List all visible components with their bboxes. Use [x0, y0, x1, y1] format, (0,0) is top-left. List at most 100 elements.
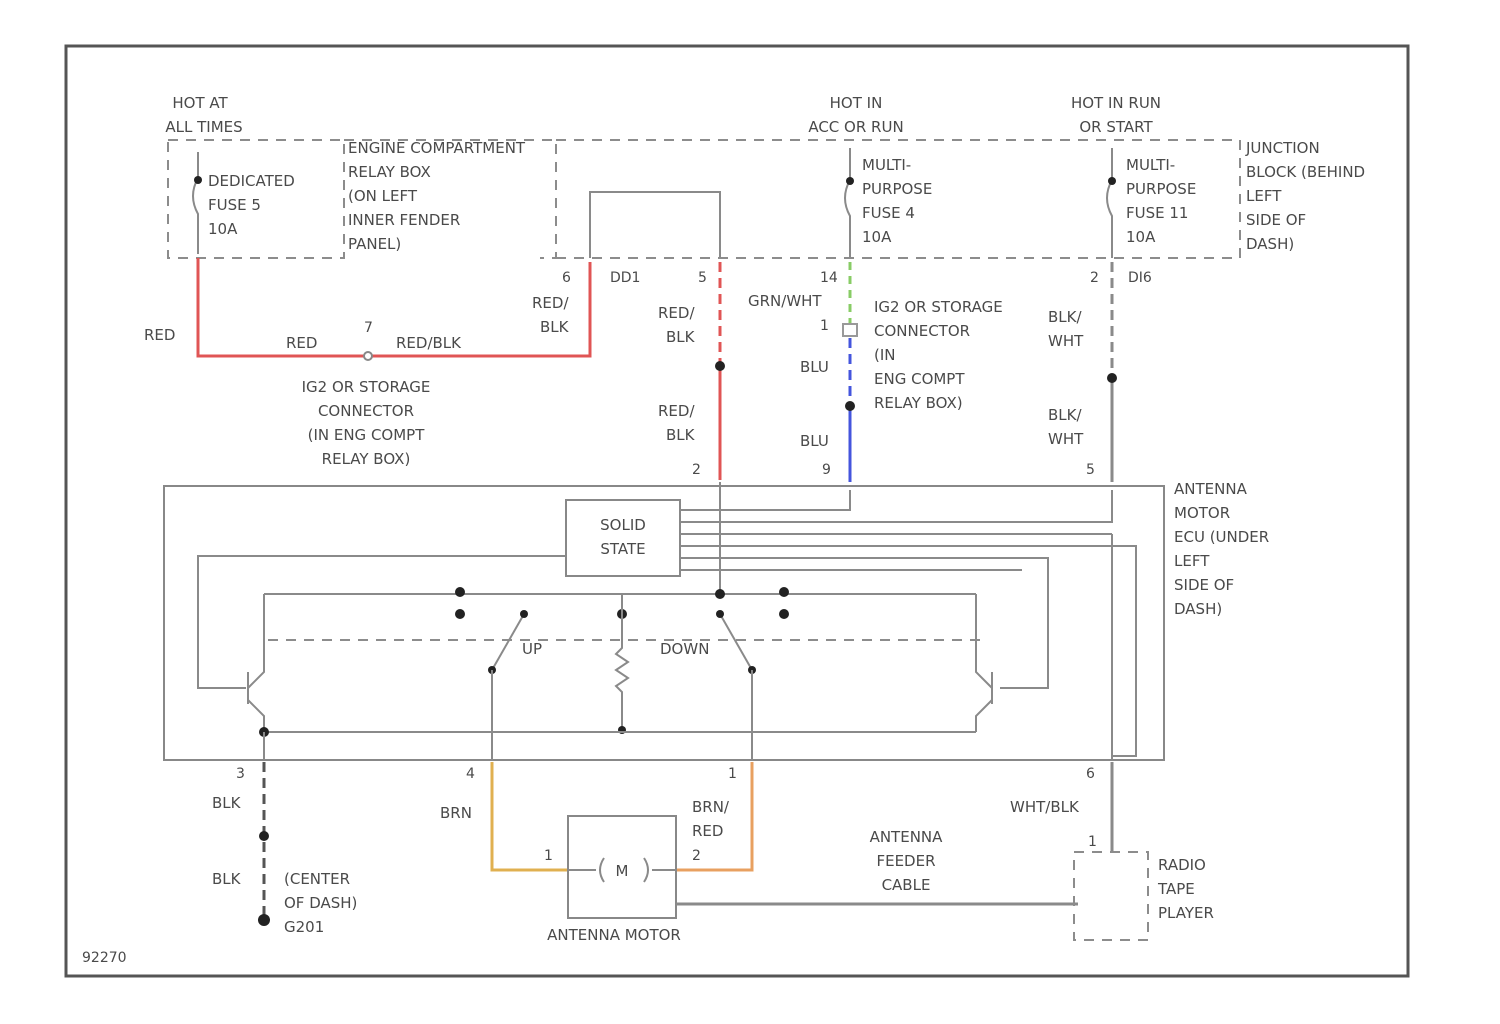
connector-id-dd1: DD1 — [610, 270, 640, 286]
switch-contact — [520, 610, 528, 618]
up-switch-label: UP — [522, 640, 542, 658]
svg-text:INNER FENDER: INNER FENDER — [348, 211, 460, 229]
dedicated-fuse-label: DEDICATED FUSE 5 10A — [208, 172, 295, 238]
ecu-pin-9: 9 — [822, 462, 831, 478]
connector-pin-7: 7 — [364, 320, 373, 336]
motor-pin-1: 1 — [544, 848, 553, 864]
svg-text:ALL TIMES: ALL TIMES — [165, 118, 242, 136]
ground-location-label: (CENTER OF DASH) G201 — [284, 870, 357, 936]
ecu-pin-1: 1 — [728, 766, 737, 782]
connector-id-di6: DI6 — [1128, 270, 1152, 286]
transistor-right — [976, 640, 992, 732]
svg-text:FUSE 11: FUSE 11 — [1126, 204, 1188, 222]
ecu-pin-5: 5 — [1086, 462, 1095, 478]
ig2-connector-label-left: IG2 OR STORAGE CONNECTOR (IN ENG COMPT R… — [302, 378, 431, 468]
svg-text:(ON LEFT: (ON LEFT — [348, 187, 418, 205]
radio-pin-1: 1 — [1088, 834, 1097, 850]
brn-wire — [492, 762, 568, 870]
svg-text:SIDE OF: SIDE OF — [1174, 576, 1234, 594]
svg-text:FEEDER: FEEDER — [876, 852, 935, 870]
wire-label-red: RED — [144, 326, 175, 344]
antenna-ecu-box — [164, 486, 1164, 760]
svg-text:BLK: BLK — [666, 426, 696, 444]
svg-text:PURPOSE: PURPOSE — [1126, 180, 1196, 198]
wire-label-blk-1: BLK — [212, 794, 242, 812]
antenna-ecu-label: ANTENNA MOTOR ECU (UNDER LEFT SIDE OF DA… — [1174, 480, 1269, 618]
wire-label-blk-2: BLK — [212, 870, 242, 888]
svg-text:RED: RED — [692, 822, 723, 840]
connector-pin-5: 5 — [698, 270, 707, 286]
connector-pin-1: 1 — [820, 318, 829, 334]
feeder-cable-label: ANTENNA FEEDER CABLE — [870, 828, 944, 894]
svg-text:FUSE 5: FUSE 5 — [208, 196, 261, 214]
down-switch-blade — [720, 614, 752, 670]
multi-fuse-4-symbol — [845, 148, 850, 258]
wire-label-blk-wht-1: BLK/ WHT — [1048, 308, 1084, 350]
wire-label-wht-blk: WHT/BLK — [1010, 798, 1080, 816]
ecu-pin-4: 4 — [466, 766, 475, 782]
svg-text:RADIO: RADIO — [1158, 856, 1206, 874]
svg-text:MULTI-: MULTI- — [1126, 156, 1175, 174]
junction-dot — [779, 587, 789, 597]
svg-text:BLK/: BLK/ — [1048, 406, 1082, 424]
splice-dot — [845, 401, 855, 411]
motor-pin-2: 2 — [692, 848, 701, 864]
wire-label-brn-red: BRN/ RED — [692, 798, 730, 840]
svg-text:CONNECTOR: CONNECTOR — [318, 402, 414, 420]
svg-text:MULTI-: MULTI- — [862, 156, 911, 174]
svg-text:RED/: RED/ — [658, 304, 695, 322]
svg-text:IG2 OR STORAGE: IG2 OR STORAGE — [874, 298, 1003, 316]
dedicated-fuse-symbol — [193, 152, 198, 254]
svg-text:ACC OR RUN: ACC OR RUN — [808, 118, 903, 136]
svg-text:MOTOR: MOTOR — [1174, 504, 1230, 522]
diagram-id: 92270 — [82, 950, 127, 966]
svg-text:IG2 OR STORAGE: IG2 OR STORAGE — [302, 378, 431, 396]
hot-in-acc-or-run-label: HOT IN ACC OR RUN — [808, 94, 903, 136]
svg-text:DASH): DASH) — [1174, 600, 1222, 618]
splice-dot — [259, 831, 269, 841]
multi-fuse-11-symbol — [1107, 148, 1112, 258]
svg-text:LEFT: LEFT — [1174, 552, 1210, 570]
ss-input-5 — [680, 490, 1112, 522]
wire-label-blk-wht-2: BLK/ WHT — [1048, 406, 1084, 448]
brn-red-wire — [676, 762, 752, 870]
fuse-terminal-dot — [194, 176, 202, 184]
svg-text:BLOCK (BEHIND: BLOCK (BEHIND — [1246, 163, 1365, 181]
ss-input-9 — [680, 490, 850, 510]
wire-label-brn: BRN — [440, 804, 472, 822]
svg-text:RELAY BOX): RELAY BOX) — [874, 394, 963, 412]
radio-label: RADIO TAPE PLAYER — [1157, 856, 1214, 922]
svg-text:WHT: WHT — [1048, 332, 1084, 350]
transistor-left — [248, 640, 264, 732]
svg-text:PURPOSE: PURPOSE — [862, 180, 932, 198]
ecu-pin-3: 3 — [236, 766, 245, 782]
svg-text:JUNCTION: JUNCTION — [1245, 139, 1320, 157]
svg-text:(IN ENG COMPT: (IN ENG COMPT — [308, 426, 426, 444]
ig2-connector-label-right: IG2 OR STORAGE CONNECTOR (IN ENG COMPT R… — [874, 298, 1003, 412]
up-switch-blade — [492, 614, 524, 670]
wire-label-red-blk-stack: RED/ BLK — [532, 294, 570, 336]
svg-text:PLAYER: PLAYER — [1158, 904, 1214, 922]
svg-text:(IN: (IN — [874, 346, 896, 364]
fuse-terminal-dot — [1108, 177, 1116, 185]
inline-connector — [364, 352, 372, 360]
splice-dot — [1107, 373, 1117, 383]
svg-text:PANEL): PANEL) — [348, 235, 401, 253]
svg-text:ANTENNA: ANTENNA — [870, 828, 944, 846]
svg-text:OF DASH): OF DASH) — [284, 894, 357, 912]
connector-pin-14: 14 — [820, 270, 838, 286]
wire-label-red-blk-mid-1: RED/ BLK — [658, 304, 696, 346]
svg-text:ENGINE COMPARTMENT: ENGINE COMPARTMENT — [348, 139, 526, 157]
radio-tape-player-box — [1074, 852, 1148, 940]
junction-dot — [779, 609, 789, 619]
svg-text:(CENTER: (CENTER — [284, 870, 350, 888]
svg-text:RELAY BOX: RELAY BOX — [348, 163, 431, 181]
svg-text:ECU (UNDER: ECU (UNDER — [1174, 528, 1269, 546]
svg-text:STATE: STATE — [600, 540, 645, 558]
svg-text:ENG COMPT: ENG COMPT — [874, 370, 965, 388]
wire-label-blu-1: BLU — [800, 358, 829, 376]
svg-text:BLK: BLK — [540, 318, 570, 336]
svg-text:HOT AT: HOT AT — [172, 94, 228, 112]
motor-symbol: M — [616, 862, 629, 880]
